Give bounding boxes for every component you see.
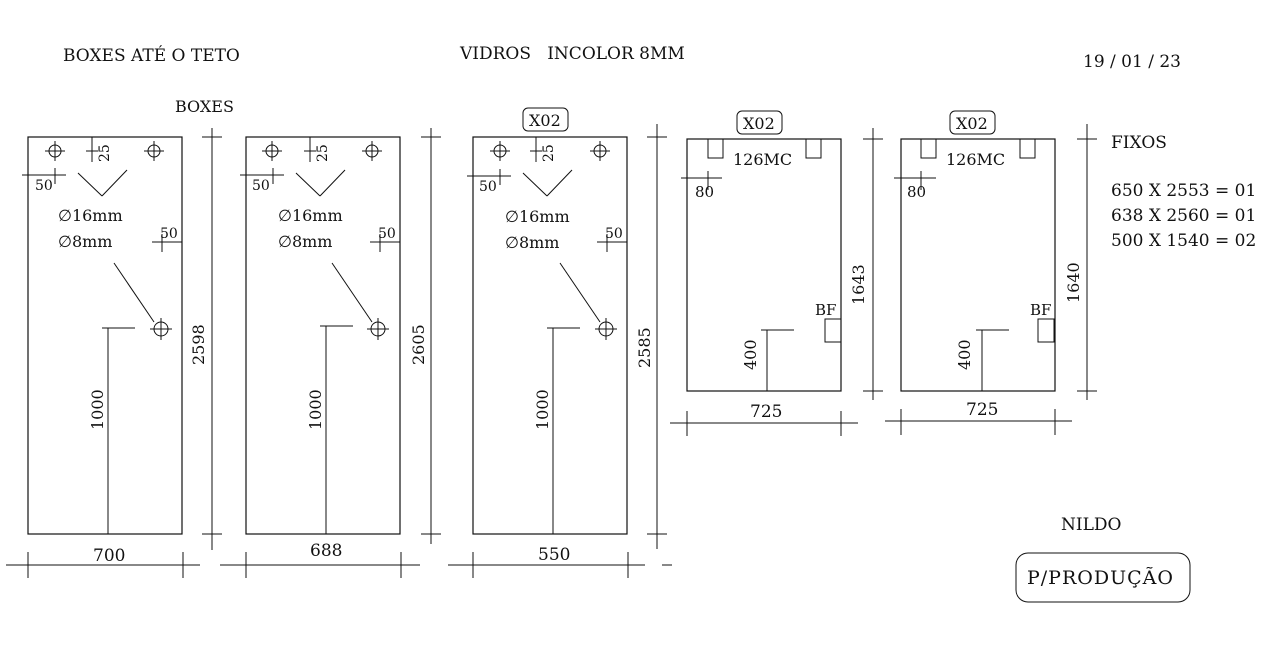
edge-label: 80 <box>907 183 926 201</box>
panel-tag: X02 <box>956 114 988 133</box>
bf-height-label: 400 <box>955 339 974 370</box>
bf-label: BF <box>1030 301 1051 319</box>
hole-height-label: 1000 <box>88 389 107 430</box>
width-dimension: 700 <box>93 546 125 566</box>
hole-marker <box>362 141 382 161</box>
header-left-title: BOXES ATÉ O TETO <box>63 45 240 66</box>
header-date: 19 / 01 / 23 <box>1083 52 1181 72</box>
tag-box <box>949 110 996 135</box>
height-dimension: 1640 <box>1064 262 1083 303</box>
glass-outline <box>27 136 183 535</box>
glass-outline <box>686 138 842 392</box>
edge-right-label: 50 <box>160 226 178 242</box>
tag-box <box>522 107 569 132</box>
fixos-line: 500 X 1540 = 02 <box>1111 231 1256 251</box>
notch <box>920 138 937 159</box>
width-dimension: 725 <box>966 400 998 420</box>
bf-height-label: 400 <box>741 339 760 370</box>
hole-diameter-large: ∅16mm <box>58 206 123 225</box>
hole-height-label: 1000 <box>533 389 552 430</box>
hole-marker <box>262 141 282 161</box>
header-center-title: VIDROS INCOLOR 8MM <box>459 44 685 64</box>
bf-label: BF <box>815 301 836 319</box>
height-dimension: 2598 <box>189 324 208 365</box>
height-dimension: 2585 <box>635 327 654 368</box>
glass-outline <box>245 136 401 535</box>
hole-marker <box>490 141 510 161</box>
glass-outline <box>900 138 1056 392</box>
panel-tag: X02 <box>743 114 775 133</box>
hole-marker <box>367 318 389 340</box>
signature-name: NILDO <box>1061 515 1121 535</box>
box-panel-1: 25 50 ∅16mm ∅8mm 50 1000 2598 700 <box>6 128 222 578</box>
notch-label: 126MC <box>733 150 792 169</box>
hole-offset-label: 25 <box>541 144 557 162</box>
boxes-label: BOXES <box>175 97 234 116</box>
fixos-title: FIXOS <box>1111 133 1167 153</box>
glass-outline <box>472 136 628 535</box>
box-panel-2: 25 50 ∅16mm ∅8mm 50 1000 2605 688 <box>220 128 441 578</box>
hole-diameter-small: ∅8mm <box>58 232 112 251</box>
notch <box>707 138 724 159</box>
edge-label: 80 <box>695 183 714 201</box>
width-dimension: 688 <box>310 541 342 561</box>
hole-marker <box>144 141 164 161</box>
height-dimension: 1643 <box>849 264 868 305</box>
stamp-text: P/PRODUÇÃO <box>1027 567 1174 589</box>
edge-right-label: 50 <box>378 226 396 242</box>
fixos-line: 638 X 2560 = 01 <box>1111 206 1256 226</box>
stamp-box <box>1015 552 1191 603</box>
bf-cutout <box>1037 318 1055 343</box>
fixed-panel-2: X02 126MC 80 BF 400 1640 725 <box>885 110 1097 435</box>
box-panel-3: X02 25 50 ∅16mm ∅8mm 50 <box>448 107 672 578</box>
edge-left-label: 50 <box>252 178 270 194</box>
width-dimension: 550 <box>538 545 570 565</box>
hole-diameter-large: ∅16mm <box>505 207 570 226</box>
edge-right-label: 50 <box>605 226 623 242</box>
hole-height-label: 1000 <box>306 389 325 430</box>
edge-left-label: 50 <box>479 179 497 195</box>
hole-offset-label: 25 <box>97 144 113 162</box>
hole-marker <box>45 141 65 161</box>
hole-diameter-large: ∅16mm <box>278 206 343 225</box>
notch <box>1019 138 1036 159</box>
width-dimension: 725 <box>750 402 782 422</box>
hole-marker <box>590 141 610 161</box>
fixos-line: 650 X 2553 = 01 <box>1111 181 1256 201</box>
hole-marker <box>150 318 172 340</box>
fixed-panel-1: X02 126MC 80 BF 400 1643 725 <box>670 110 883 436</box>
hole-offset-label: 25 <box>315 144 331 162</box>
panel-tag: X02 <box>529 111 561 130</box>
edge-left-label: 50 <box>35 178 53 194</box>
tag-box <box>736 110 783 135</box>
hole-diameter-small: ∅8mm <box>278 232 332 251</box>
hole-marker <box>595 318 617 340</box>
hole-diameter-small: ∅8mm <box>505 233 559 252</box>
notch-label: 126MC <box>946 150 1005 169</box>
bf-cutout <box>824 318 842 343</box>
height-dimension: 2605 <box>409 324 428 365</box>
notch <box>805 138 822 159</box>
